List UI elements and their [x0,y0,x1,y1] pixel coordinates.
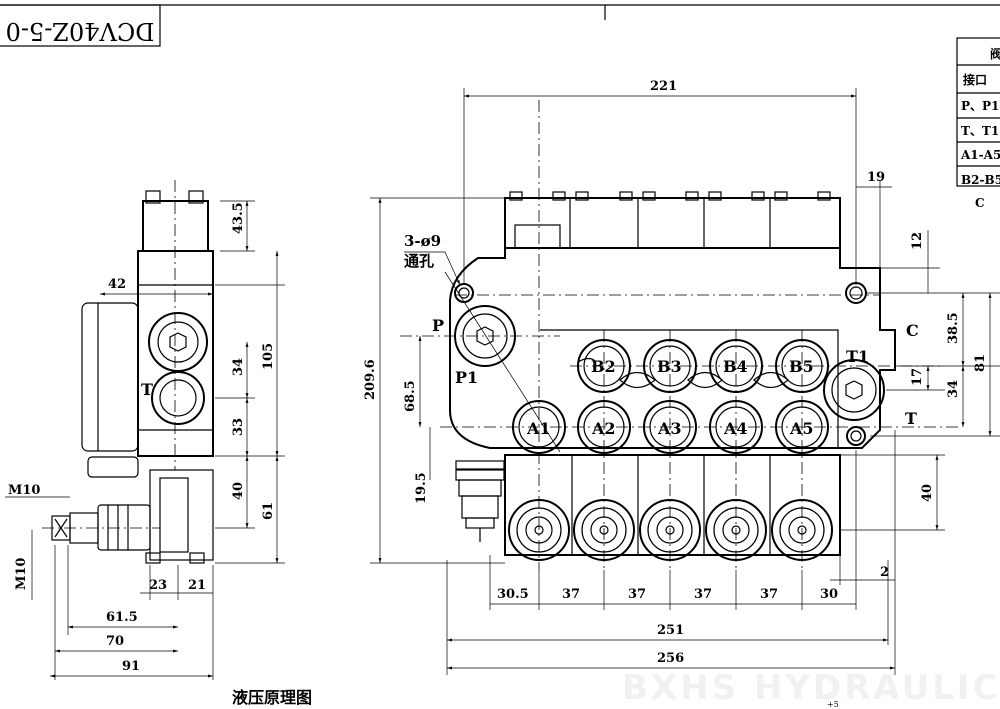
port-a1: A1 [526,419,551,438]
table-row-c: C [975,196,985,210]
dim-pitch-37-a: 37 [562,587,580,602]
dim-38-5: 38.5 [946,312,961,344]
front-view [400,100,960,570]
port-b5: B5 [789,357,814,376]
port-a5: A5 [789,419,814,438]
table-header: 接口 [963,72,987,87]
dim-m10-vertical: M10 [14,558,29,590]
hole-note-line1: 3-ø9 [404,232,441,250]
dim-12: 12 [910,232,925,250]
hole-note: 3-ø9 通孔 [404,232,561,453]
dim-side-40: 40 [231,482,246,500]
dim-251: 251 [657,623,684,638]
dim-side-61-5: 61.5 [106,610,138,625]
port-t1: T1 [846,347,869,366]
side-port-t-label: T [141,380,153,399]
port-table: 阀 接口 P、P1 T、T1 A1-A5 B2-B5 C [956,37,1000,210]
dim-pitch-37-b: 37 [628,587,646,602]
dim-side-42: 42 [108,277,126,292]
table-title: 阀 [990,47,1000,61]
dim-81: 81 [973,354,988,372]
dim-m10-horizontal: M10 [8,483,40,498]
port-b3: B3 [657,357,682,376]
dim-34-right: 34 [946,380,961,398]
table-row-t: T、T1 [961,124,999,138]
dim-pitch-37-d: 37 [760,587,778,602]
dim-side-105: 105 [261,343,276,370]
dim-side-43-5: 43.5 [231,202,246,234]
dim-side-61: 61 [261,502,276,520]
schematic-caption: 液压原理图 [232,688,312,707]
dim-side-91: 91 [122,659,140,674]
dim-221: 221 [650,79,677,94]
hole-note-line2: 通孔 [404,252,434,270]
table-row-a: A1-A5 [960,148,1000,162]
dim-side-33: 33 [231,418,246,436]
model-code: DCV40Z-5-0 [6,17,155,45]
port-b4: B4 [723,357,748,376]
dim-17: 17 [910,368,925,386]
dim-40-front: 40 [920,484,935,502]
corner-mark: +5 [827,700,839,709]
port-b2: B2 [591,357,616,376]
dim-pitch-30: 30 [820,587,838,602]
dim-209-6: 209.6 [363,359,378,400]
port-c: C [906,321,919,340]
port-a2: A2 [591,419,616,438]
dim-pitch-30-5: 30.5 [497,587,529,602]
table-row-b: B2-B5 [961,173,1000,187]
dim-side-21: 21 [188,578,206,593]
dim-2: 2 [880,565,889,580]
dim-19-5: 19.5 [414,472,429,504]
port-t: T [905,409,917,428]
dim-256: 256 [657,651,684,666]
front-dimensions: 221 19 209.6 12 38.5 81 17 34 68.5 19.5 … [363,79,1000,675]
port-p: P [432,316,444,335]
table-row-p: P、P1 [961,99,999,113]
dim-side-23: 23 [149,578,167,593]
watermark: BXHS HYDRAULIC [622,668,1000,708]
side-dimensions: 43.5 42 34 33 105 40 61 23 21 61.5 70 91 [5,200,285,680]
dim-68-5: 68.5 [403,380,418,412]
port-labels: P P1 T1 C T B2 B3 B4 B5 A1 A2 A3 A4 A5 [432,316,919,438]
dim-side-34: 34 [231,358,246,376]
model-code-box [0,4,161,47]
port-a3: A3 [657,419,682,438]
port-p1: P1 [455,368,478,387]
port-a4: A4 [723,419,748,438]
dim-pitch-37-c: 37 [694,587,712,602]
side-view: T [42,180,214,564]
dim-side-70: 70 [106,634,124,649]
dim-19: 19 [867,170,885,185]
